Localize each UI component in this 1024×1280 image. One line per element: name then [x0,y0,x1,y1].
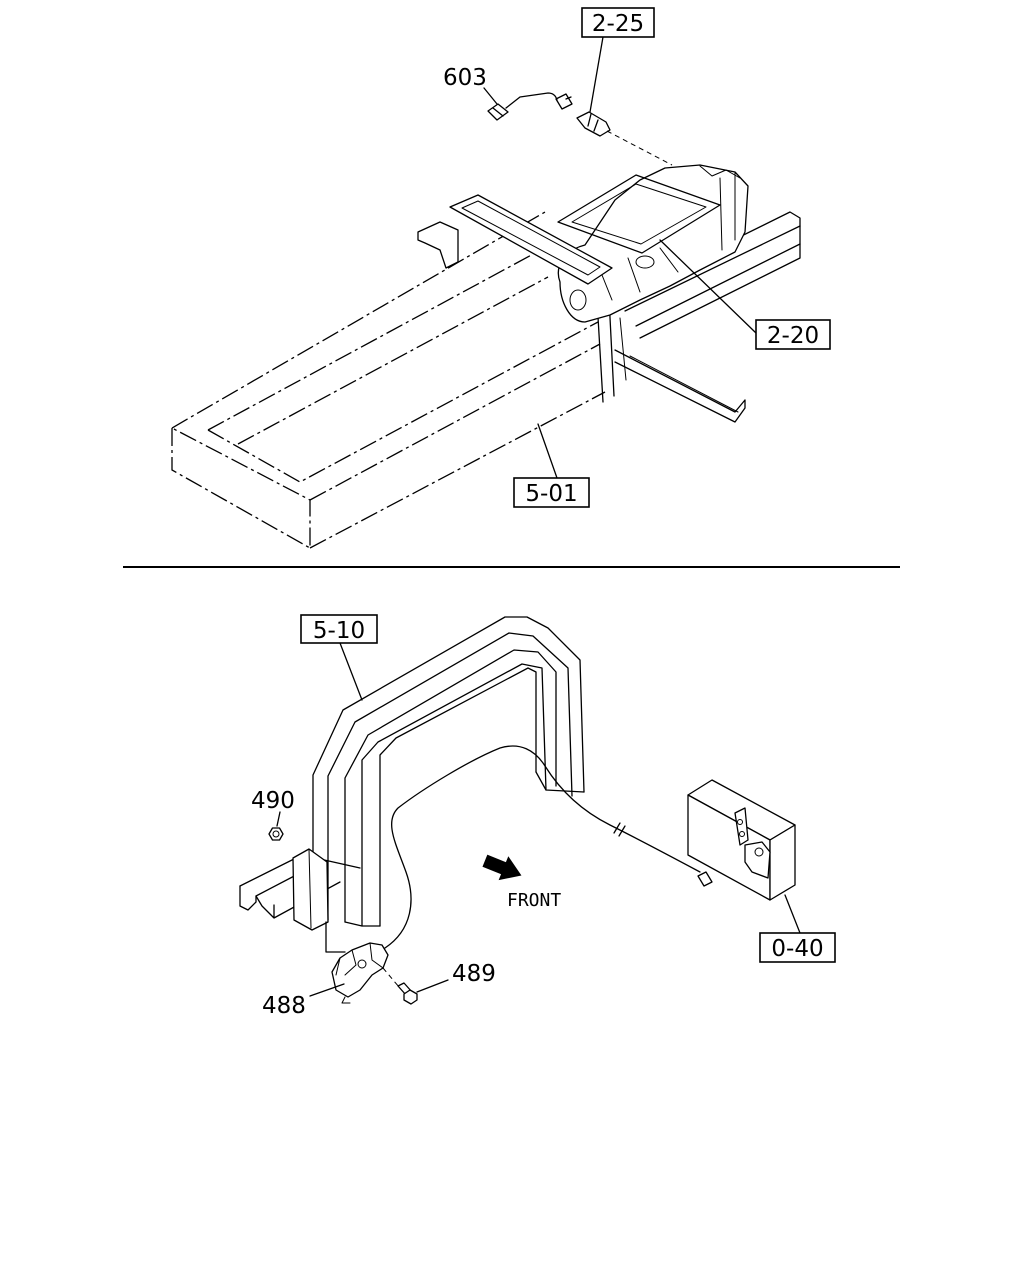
shift-opening-frame [557,174,721,254]
rail-front-face [171,427,311,550]
bracket-link [325,921,346,953]
callout-5-01: 5-01 [513,423,590,508]
callout-label-2-25: 2-25 [592,11,644,37]
bolt-489-head [403,989,418,1005]
left-frame-rail [171,211,606,550]
part-label-603: 603 [443,65,487,91]
right-rail-web [635,243,801,327]
shift-opening-inner [571,183,707,245]
sensor-2-25: 2-25 [576,7,673,166]
switch-hole [357,959,367,969]
switch-488 [331,942,389,998]
callout-label-2-20: 2-20 [767,323,819,349]
rail-top-right-edge [309,343,601,501]
bracket-edge [308,848,312,929]
arch-flange [327,632,573,921]
harness-cable [384,745,701,949]
lower-channel [614,349,746,423]
cable-break-mark [613,822,626,837]
leader-2-20 [659,239,757,334]
arch-inner-flange [361,663,547,927]
arch-inner-edge [379,667,537,927]
leader-489 [416,979,449,993]
sensor-body [576,111,611,137]
rail-top-outer-edge [171,211,546,429]
callout-box-2-20 [755,319,831,350]
right-rail-flange [624,225,801,312]
front-label: FRONT [507,890,561,911]
bolt-install-line [382,967,400,988]
nut-hole [272,830,280,838]
switch-assembly: 488 489 [262,942,496,1019]
leader-0-40 [784,894,801,934]
rail-bottom-edge [309,391,606,549]
crossmember-outer [449,194,613,285]
leader-488 [309,983,345,997]
lower-channel-inner [629,355,739,413]
arch-web [344,649,557,923]
callout-box-5-10 [300,614,378,644]
leader-2-25 [589,36,604,113]
case-boss [635,255,655,269]
crossmember-inner [461,200,601,276]
switch-harness [384,745,713,949]
case-port [569,289,587,311]
front-arrow-icon [482,854,522,881]
arch-right-foot [535,771,585,793]
bracket-hole-1 [737,819,743,825]
callout-leader-5-10 [339,642,363,701]
sensor-install-line [606,130,673,166]
crossmember-plate [417,194,613,285]
cable-connector [697,871,713,887]
harness-cable [505,92,558,109]
harness-connector [487,103,509,121]
support-leg-3 [619,317,627,381]
leader-5-01 [537,423,558,479]
switch-detail [335,942,384,1004]
bottom-figure: 5-10 490 488 4 [239,614,836,1019]
top-figure: 603 2-25 2-20 5-01 [171,7,831,550]
mount-plate-hole [754,847,764,857]
rail-inner-flange-edge-2 [237,276,549,445]
module-bracket-strip [734,807,749,846]
callout-2-20: 2-20 [659,239,831,350]
harness-end-connector [555,93,573,110]
leader-603 [483,87,498,105]
callout-label-0-40: 0-40 [771,936,823,962]
arched-crossmember: 5-10 [300,614,585,927]
callout-box-5-01 [513,477,590,508]
leader-490 [276,811,281,827]
control-module: 0-40 [687,779,836,963]
rail-inner-flange-edge [207,245,549,431]
bell-housing-detail [699,165,741,251]
callout-box-2-25 [581,7,655,38]
callout-label-5-01: 5-01 [525,481,577,507]
arch-left-foot [344,921,381,927]
arch-outer [312,616,585,921]
front-indicator: FRONT [482,854,561,911]
left-mount-bracket [417,221,459,269]
rail-end [239,872,301,911]
nut-490 [268,827,284,841]
part-label-489: 489 [452,961,496,987]
part-label-488: 488 [262,993,306,1019]
mount-bracket: 490 [251,788,346,953]
rail-inner-flange-front [207,321,599,483]
bracket-hole-2 [739,831,745,837]
module-mount-plate [744,841,771,879]
module-side-face [769,824,796,901]
harness-603: 603 [443,65,573,121]
part-label-490: 490 [251,788,295,814]
callout-box-0-40 [759,932,836,963]
callout-label-5-10: 5-10 [313,618,365,644]
